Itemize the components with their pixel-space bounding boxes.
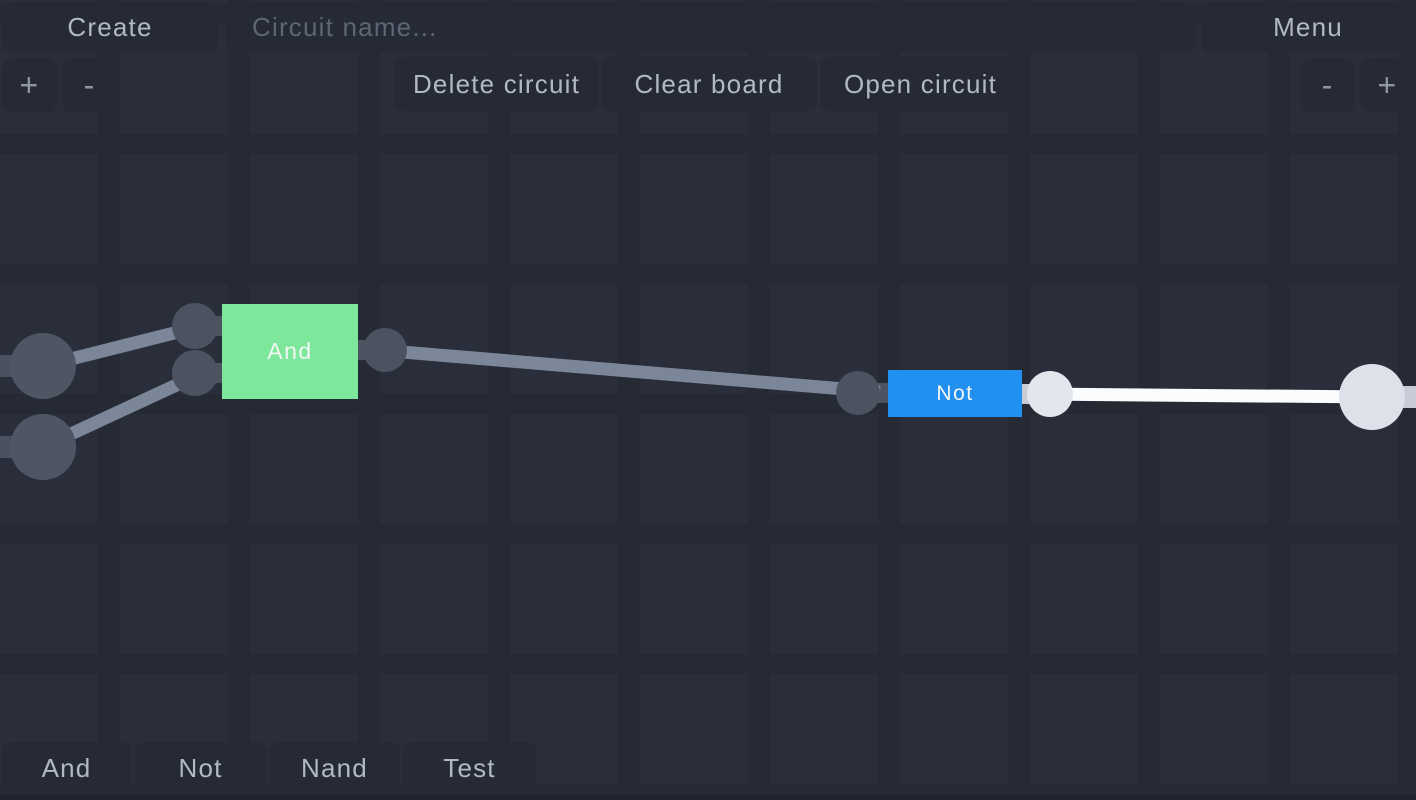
palette-item-test[interactable]: Test (403, 742, 536, 795)
output-node[interactable] (1339, 364, 1405, 430)
palette-item-nand[interactable]: Nand (269, 742, 400, 795)
input-node-2[interactable] (10, 414, 76, 480)
and-input-pin-2[interactable] (172, 350, 218, 396)
circuit-name-input[interactable] (226, 2, 1196, 52)
zoom-in-button-right[interactable]: + (1360, 58, 1415, 113)
and-gate-label: And (267, 338, 313, 364)
delete-circuit-button[interactable]: Delete circuit (395, 57, 598, 111)
zoom-in-button-left[interactable]: + (2, 58, 57, 113)
not-gate[interactable]: Not (888, 370, 1022, 417)
palette-item-and[interactable]: And (2, 742, 131, 795)
wire-not-to-output (1034, 387, 1379, 404)
create-button[interactable]: Create (2, 2, 218, 52)
and-output-pin[interactable] (363, 328, 407, 372)
zoom-out-button-right[interactable]: - (1300, 58, 1355, 113)
zoom-out-button-left[interactable]: - (62, 58, 117, 113)
not-input-pin[interactable] (836, 371, 880, 415)
clear-board-button[interactable]: Clear board (601, 57, 817, 111)
palette-item-not[interactable]: Not (135, 742, 266, 795)
bottom-edge (0, 795, 1416, 800)
not-output-pin[interactable] (1027, 371, 1073, 417)
wire-and-to-not (377, 343, 881, 399)
not-gate-label: Not (936, 381, 974, 405)
open-circuit-button[interactable]: Open circuit (820, 57, 1021, 111)
menu-button[interactable]: Menu (1201, 2, 1415, 52)
and-gate[interactable]: And (222, 304, 358, 399)
and-input-pin-1[interactable] (172, 303, 218, 349)
input-node-1[interactable] (10, 333, 76, 399)
